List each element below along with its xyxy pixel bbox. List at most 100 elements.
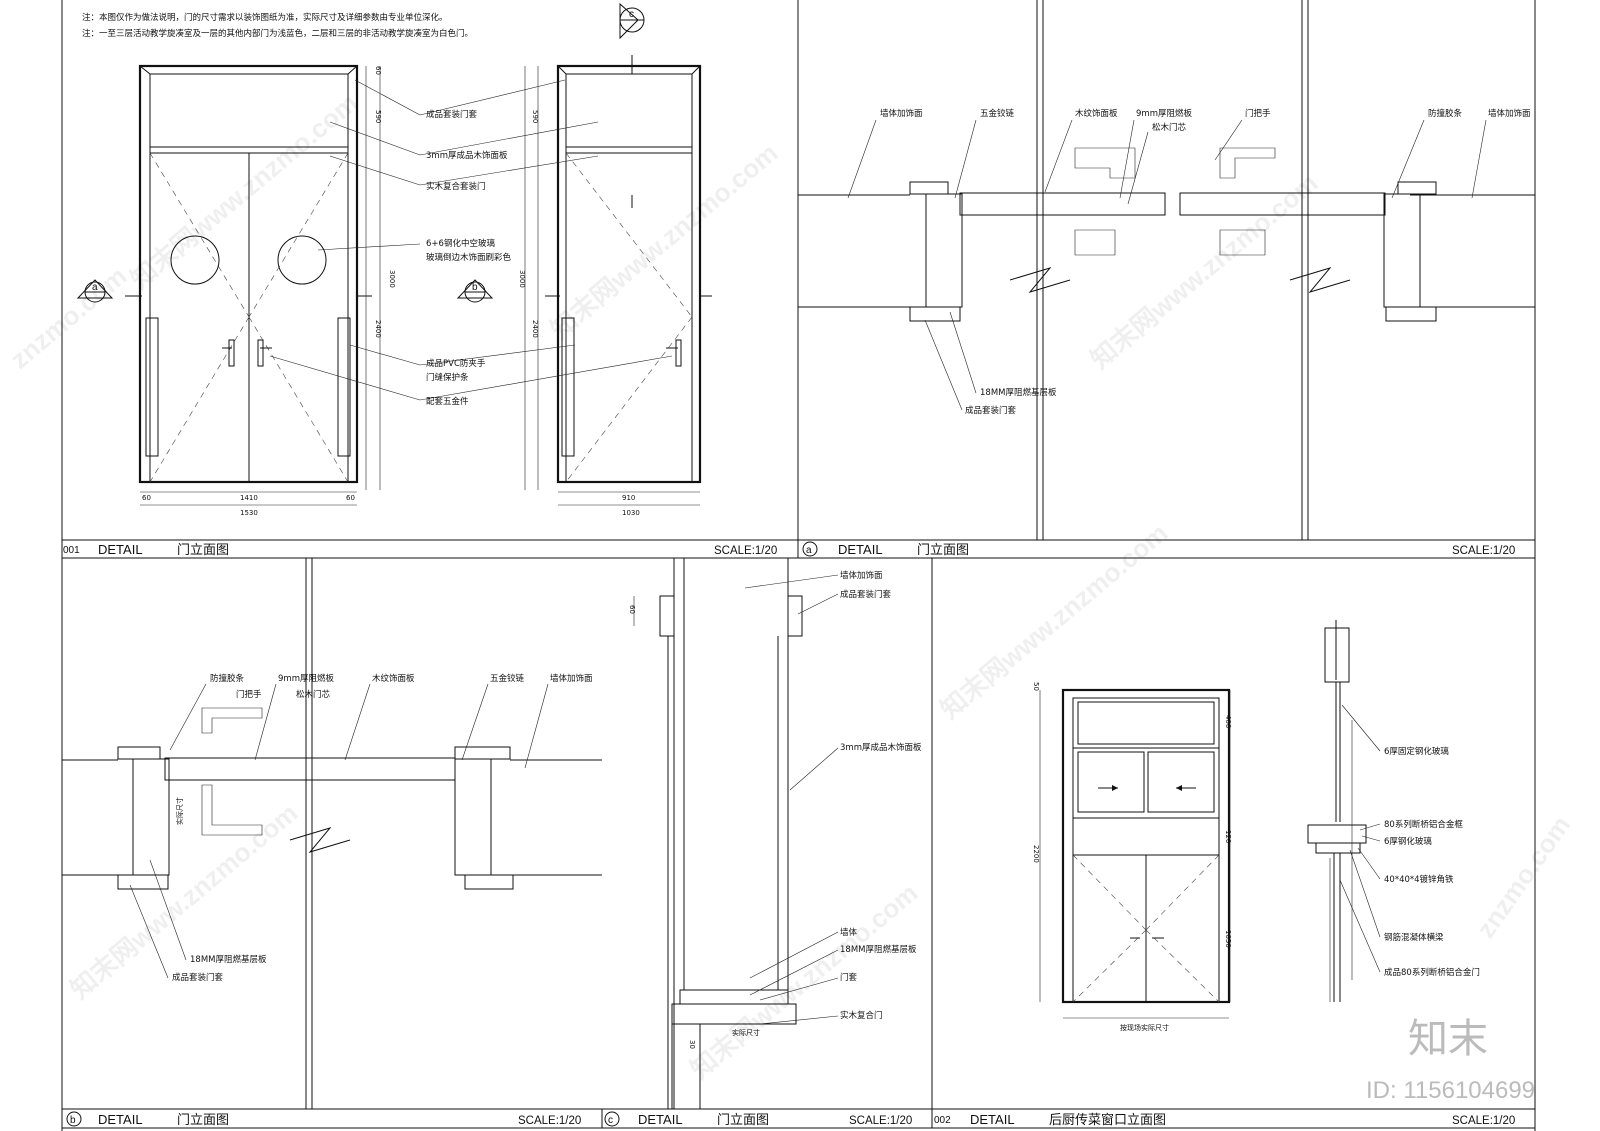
sc-wall2: 墙体 (840, 927, 858, 938)
window-section (1307, 620, 1367, 1002)
win-h-cap: 50 (1032, 682, 1040, 691)
win-actual: 按现场实际尺寸 (1120, 1023, 1169, 1032)
plan-section-b (62, 558, 602, 1109)
watermark-7: 知末网www.znzmo.com (935, 517, 1174, 724)
callout-pvc: 成品PVC防夹手 (426, 358, 486, 369)
dim-2400-b: 2400 (531, 320, 539, 338)
title-bar-002: 002 DETAIL 后厨传菜窗口立面图 SCALE:1/20 (934, 1112, 1515, 1127)
scale-c: SCALE:1/20 (849, 1115, 912, 1127)
sc-base: 18MM厚阻燃基层板 (840, 944, 917, 955)
scale-002: SCALE:1/20 (1452, 1115, 1515, 1127)
win-door: 成品80系列断桥铝合金门 (1384, 967, 1480, 978)
sc-dim-60: 60 (628, 605, 636, 614)
title-002: 后厨传菜窗口立面图 (1049, 1112, 1166, 1127)
label-c: DETAIL (638, 1112, 683, 1127)
label-002: DETAIL (970, 1112, 1015, 1127)
callout-veneer: 3mm厚成品木饰面板 (426, 150, 508, 161)
callout-solid-door: 实木复合套装门 (426, 181, 486, 192)
door-elevation-single (545, 55, 712, 484)
plan-a-callouts: 墙体加饰面 五金铰链 木纹饰面板 9mm厚阻燃板 松木门芯 门把手 防撞胶条 墙… (847, 108, 1531, 416)
win-fixed-glass: 6厚固定钢化玻璃 (1384, 746, 1449, 757)
title-b: 门立面图 (177, 1112, 229, 1127)
title-bar-a: a DETAIL 门立面图 SCALE:1/20 (802, 541, 1515, 557)
marker-a-label: a (92, 282, 98, 293)
dims-single: 910 1030 590 2400 3000 (518, 66, 700, 517)
sheet-frame (61, 0, 1536, 1131)
dim-910: 910 (622, 494, 635, 502)
pa-casing: 成品套装门套 (965, 405, 1017, 416)
door-elevation-double (125, 64, 372, 484)
marker-b-label: b (472, 282, 478, 293)
dim-3000-b: 3000 (518, 270, 526, 288)
dim-590-b: 590 (531, 110, 539, 123)
win-h-total: 2200 (1032, 845, 1040, 863)
win-beam: 钢筋混凝体横梁 (1384, 932, 1444, 943)
tag-a: a (806, 545, 812, 556)
pa-wall: 墙体加饰面 (880, 108, 923, 119)
scale-a: SCALE:1/20 (1452, 545, 1515, 557)
dim-2400: 2400 (374, 320, 382, 338)
label-b: DETAIL (98, 1112, 143, 1127)
dim-60-a: 60 (142, 494, 151, 502)
tag-b: b (70, 1115, 76, 1126)
sc-wall: 墙体加饰面 (840, 570, 883, 581)
dim-60-b: 60 (346, 494, 355, 502)
scale-001: SCALE:1/20 (714, 545, 777, 557)
kitchen-window-elevation: 按现场实际尺寸 2200 1050 400 120 50 (1032, 682, 1232, 1032)
watermark-6: 知末网www.znzmo.com (685, 877, 924, 1084)
plan-b-callouts: 防撞胶条 9mm厚阻燃板 门把手 松木门芯 木纹饰面板 五金铰链 墙体加饰面 1… (129, 673, 593, 983)
elevation-callouts: 成品套装门套 3mm厚成品木饰面板 实木复合套装门 6+6钢化中空玻璃 玻璃倒边… (269, 79, 673, 407)
section-c-callouts: 墙体加饰面 成品套装门套 3mm厚成品木饰面板 墙体 18MM厚阻燃基层板 门套… (732, 570, 922, 1037)
win-angle: 40*40*4镀锌角铁 (1384, 874, 1454, 885)
label-001: DETAIL (98, 542, 143, 557)
title-bar-b: b DETAIL 门立面图 SCALE:1/20 (66, 1111, 581, 1127)
pa-base: 18MM厚阻燃基层板 (980, 387, 1057, 398)
pb-veneer: 木纹饰面板 (372, 673, 415, 684)
dim-1530: 1530 (240, 509, 258, 517)
pa-hinge: 五金铰链 (980, 108, 1015, 119)
pb-core: 松木门芯 (296, 689, 331, 700)
note-2: 注：一至三层活动教学旋凑室及一层的其他内部门为浅蓝色，二层和三层的非活动教学旋凑… (82, 28, 473, 39)
dim-60-top: 60 (374, 66, 382, 75)
win-h-top: 400 (1224, 715, 1232, 728)
sc-frame: 门套 (840, 972, 858, 983)
pb-wall: 墙体加饰面 (550, 673, 593, 684)
pb-actual: 实际尺寸 (175, 797, 184, 825)
section-marker-b: b (456, 279, 494, 303)
dims-double: 1410 1530 60 60 590 2400 3000 60 (140, 66, 396, 517)
vertical-section-c: 60 30 (628, 558, 803, 1110)
title-c: 门立面图 (717, 1112, 769, 1127)
dim-1030: 1030 (622, 509, 640, 517)
sc-veneer: 3mm厚成品木饰面板 (840, 742, 922, 753)
pb-base: 18MM厚阻燃基层板 (190, 954, 267, 965)
dim-590: 590 (374, 110, 382, 123)
pa-core: 松木门芯 (1152, 122, 1187, 133)
plan-section-a (798, 0, 1535, 540)
pa-board: 9mm厚阻燃板 (1136, 108, 1192, 119)
callout-glass: 6+6钢化中空玻璃 (426, 238, 495, 249)
pa-veneer: 木纹饰面板 (1075, 108, 1118, 119)
pb-strip: 防撞胶条 (210, 673, 245, 684)
label-a: DETAIL (838, 542, 883, 557)
brand-id: ID: 1156104699 (1366, 1077, 1535, 1104)
tag-c: c (608, 1115, 613, 1126)
title-001: 门立面图 (177, 542, 229, 557)
win-h-mid: 120 (1224, 830, 1232, 843)
win-glass: 6厚钢化玻璃 (1384, 836, 1432, 847)
win-h-door: 1050 (1224, 930, 1232, 948)
title-bar-001: 001 DETAIL 门立面图 SCALE:1/20 (63, 542, 777, 557)
title-bar-c: c DETAIL 门立面图 SCALE:1/20 (604, 1111, 912, 1127)
title-a: 门立面图 (917, 542, 969, 557)
pa-wall-r: 墙体加饰面 (1488, 108, 1531, 119)
pa-strip: 防撞胶条 (1428, 108, 1463, 119)
watermark-4: 知末网www.znzmo.com (1085, 167, 1324, 374)
watermark-3: 知末网www.znzmo.com (545, 137, 784, 344)
sc-actual: 实际尺寸 (732, 1028, 760, 1037)
scale-b: SCALE:1/20 (518, 1115, 581, 1127)
watermark-8: znzmo.com (1470, 810, 1576, 943)
pb-handle: 门把手 (236, 689, 262, 700)
watermark-1: znzmo.com (5, 261, 133, 375)
pa-handle: 门把手 (1245, 108, 1271, 119)
section-marker-a: a (76, 279, 114, 303)
